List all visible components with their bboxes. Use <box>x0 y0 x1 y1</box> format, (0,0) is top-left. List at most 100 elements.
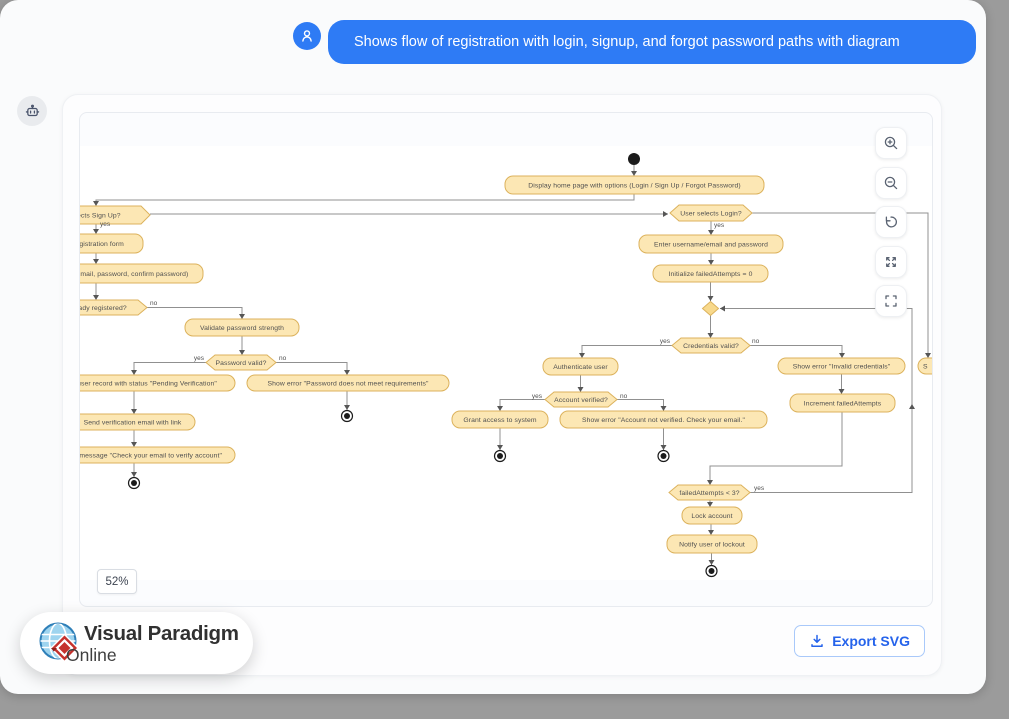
node-notify-lockout[interactable]: Notify user of lockout <box>666 534 758 554</box>
node-check-email-message[interactable]: Show message "Check your email to verify… <box>80 446 236 464</box>
bot-avatar <box>17 96 47 126</box>
node-user-selects-signup[interactable]: User selects Sign Up? <box>80 205 151 225</box>
node-grant-access[interactable]: Grant access to system <box>451 410 549 429</box>
robot-icon <box>25 104 39 116</box>
node-init-failed-attempts[interactable]: Initialize failedAttempts = 0 <box>652 264 769 283</box>
node-final-lockout[interactable] <box>705 564 718 578</box>
node-forgot-path-clipped[interactable]: S <box>917 357 932 375</box>
arrowhead <box>497 406 503 411</box>
user-avatar <box>293 22 321 50</box>
zoom-out-icon <box>884 176 898 189</box>
zoom-level-badge: 52% <box>97 569 137 594</box>
arrowhead <box>93 259 99 264</box>
node-label: Notify user of lockout <box>679 541 745 548</box>
node-authenticate-user[interactable]: Authenticate user <box>542 357 619 376</box>
edge-label: yes <box>100 221 111 228</box>
node-account-verified[interactable]: Account verified? <box>544 391 618 408</box>
node-create-user-record[interactable]: Create user record with status "Pending … <box>80 374 236 392</box>
arrowhead <box>93 229 99 234</box>
download-icon <box>811 634 823 647</box>
arrowhead <box>839 353 845 358</box>
node-label: Password valid? <box>216 360 267 367</box>
node-credentials-valid[interactable]: Credentials valid? <box>671 337 751 354</box>
brand-subname: Online <box>66 645 117 665</box>
node-label: Enter username/email and password <box>654 241 768 248</box>
edge-label: yes <box>714 222 725 229</box>
zoom-out-button[interactable] <box>875 166 907 199</box>
arrowhead <box>707 333 714 338</box>
node-already-registered[interactable]: Email already registered? <box>80 299 148 316</box>
node-final-signup[interactable] <box>127 476 141 490</box>
edge-failed-attempts-check-to-merge <box>720 308 913 493</box>
node-label: Show error "Password does not meet requi… <box>267 380 429 387</box>
node-password-error[interactable]: Show error "Password does not meet requi… <box>246 374 450 392</box>
node-label: User selects Login? <box>680 210 742 217</box>
arrowhead <box>708 230 714 235</box>
node-failed-attempts-check[interactable]: failedAttempts < 3? <box>668 484 751 501</box>
arrowhead <box>131 442 137 447</box>
node-merge[interactable] <box>701 300 720 317</box>
reset-view-button[interactable] <box>875 206 907 238</box>
node-password-valid[interactable]: Password valid? <box>205 354 277 371</box>
node-label: Show message "Check your email to verify… <box>80 452 222 459</box>
edge-label: yes <box>532 393 543 400</box>
visual-paradigm-logo[interactable]: Visual Paradigm Online <box>20 612 253 674</box>
user-message-bubble: Shows flow of registration with login, s… <box>328 20 976 64</box>
node-label: Credentials valid? <box>683 343 739 350</box>
arrowhead <box>909 404 915 409</box>
node-final-grant[interactable] <box>493 449 507 463</box>
export-svg-button[interactable]: Export SVG <box>794 625 925 657</box>
node-label: Create user record with status "Pending … <box>80 380 217 387</box>
edge-label: yes <box>660 338 671 345</box>
edge-label: yes <box>754 485 765 492</box>
diagram-canvas[interactable]: Display home page with options (Login / … <box>79 112 933 607</box>
node-lock-account[interactable]: Lock account <box>681 506 743 525</box>
node-label: failedAttempts < 3? <box>679 490 739 497</box>
node-start[interactable] <box>628 153 640 165</box>
expand-button[interactable] <box>875 245 907 278</box>
node-enter-details[interactable]: Enter details (name, email, password, co… <box>80 263 204 284</box>
node-label: Display registration form <box>80 241 124 248</box>
node-display-home[interactable]: Display home page with options (Login / … <box>504 175 765 195</box>
reset-view-icon <box>885 216 897 228</box>
arrowhead <box>577 387 584 392</box>
node-not-verified-error[interactable]: Show error "Account not verified. Check … <box>559 410 768 429</box>
node-label: User selects Sign Up? <box>80 212 121 219</box>
arrowhead <box>707 502 713 507</box>
node-enter-credentials[interactable]: Enter username/email and password <box>638 234 784 254</box>
node-validate-password[interactable]: Validate password strength <box>184 318 300 337</box>
zoom-in-icon <box>884 136 898 150</box>
expand-icon <box>886 256 896 267</box>
node-label: Authenticate user <box>553 364 608 371</box>
edge-increment-failed-attempts-to-failed-attempts-check <box>709 412 843 485</box>
app-card: Shows flow of registration with login, s… <box>0 0 986 694</box>
node-display-registration-form[interactable]: Display registration form <box>80 233 144 254</box>
arrowhead <box>660 406 667 411</box>
node-final-not-verified[interactable] <box>657 449 670 463</box>
edge-label: no <box>752 338 760 345</box>
node-label: Show error "Account not verified. Check … <box>582 417 746 424</box>
visual-paradigm-globe-icon <box>39 622 79 663</box>
arrowhead <box>131 472 137 477</box>
fullscreen-button[interactable] <box>875 285 907 317</box>
node-increment-failed-attempts[interactable]: Increment failedAttempts <box>789 393 896 413</box>
node-user-selects-login[interactable]: User selects Login? <box>669 204 753 222</box>
node-invalid-credentials-error[interactable]: Show error "Invalid credentials" <box>777 357 906 375</box>
node-label: Email already registered? <box>80 305 127 312</box>
arrowhead <box>239 314 245 319</box>
arrowhead <box>660 445 667 450</box>
node-label: Grant access to system <box>463 417 536 424</box>
edge-label: yes <box>194 355 205 362</box>
arrowhead <box>93 295 99 300</box>
arrowhead <box>344 370 350 375</box>
node-label: Increment failedAttempts <box>804 400 882 407</box>
arrowhead <box>497 445 503 450</box>
node-send-verification-email[interactable]: Send verification email with link <box>80 413 196 431</box>
zoom-in-button[interactable] <box>875 127 907 159</box>
arrowhead <box>344 405 350 410</box>
node-label: Validate password strength <box>200 325 284 332</box>
arrowhead <box>925 353 931 358</box>
node-final-password-error[interactable] <box>340 409 354 423</box>
activity-diagram: Display home page with options (Login / … <box>80 146 932 580</box>
node-label: S <box>923 363 928 370</box>
